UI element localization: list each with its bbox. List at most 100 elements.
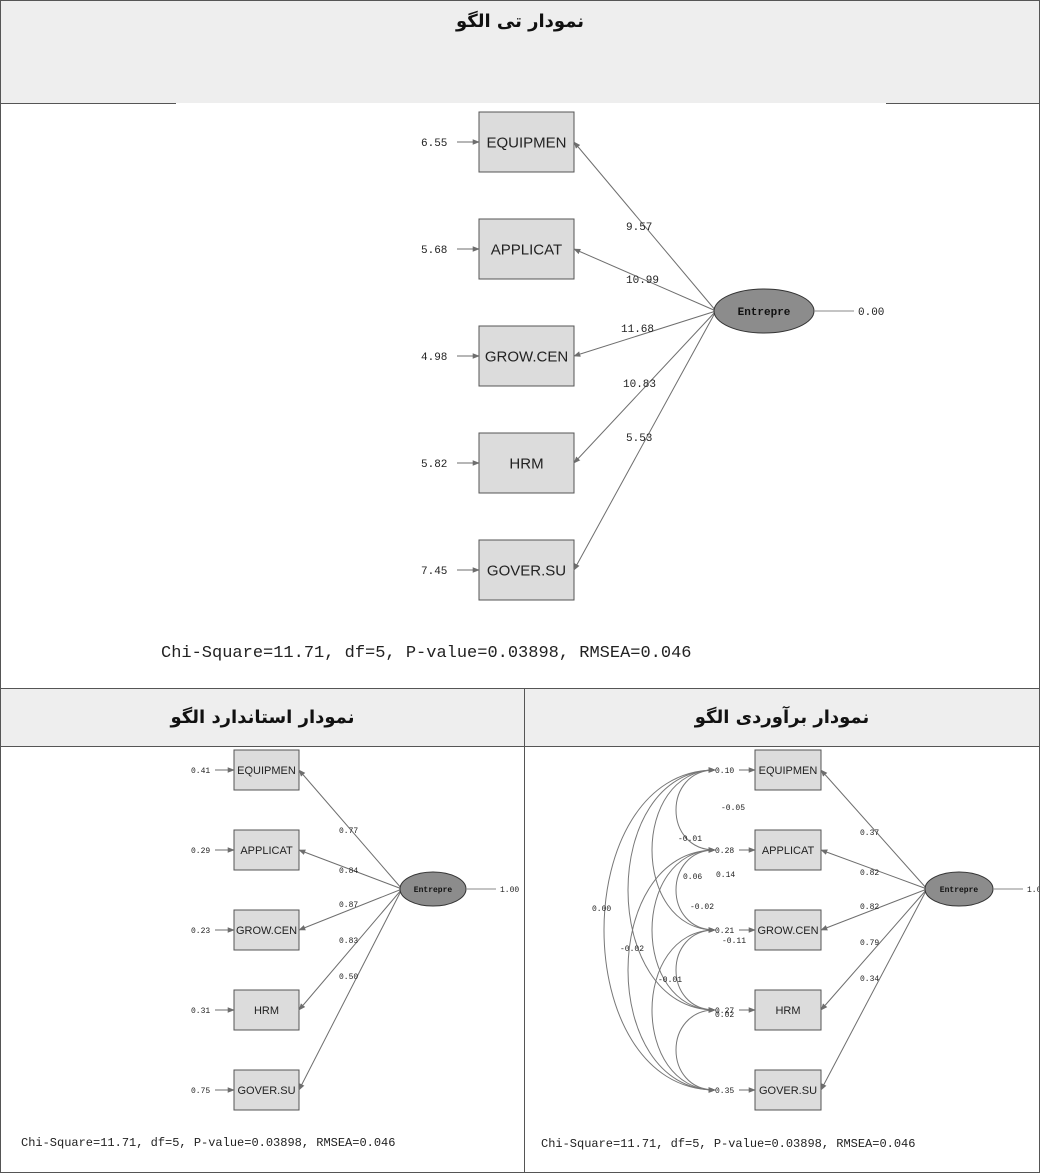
right-error-value: 0.28 [715,847,734,856]
left-loading-arrow-0 [298,769,403,890]
header-divider-right [886,103,1039,104]
right-loading-value: 0.82 [860,869,879,878]
top-loading-arrow-4 [573,310,717,571]
left-indicator-label: APPLICAT [240,845,293,857]
right-indicator-box-4 [754,1069,822,1111]
left-loading-value: 0.77 [339,827,358,836]
left-error-value: 0.41 [191,767,210,776]
left-indicator-label: GROW.CEN [236,925,297,937]
left-loading-value: 0.83 [339,937,358,946]
right-indicator-box-1 [754,829,822,871]
right-covariance-value: 0.14 [716,871,735,880]
left-error-value: 0.23 [191,927,210,936]
left-indicator-box-4 [233,1069,300,1111]
right-loading-arrow-3 [820,888,928,1011]
right-covariance-arc-9 [675,1007,716,1093]
top-indicator-label: GROW.CEN [485,348,568,365]
left-indicator-box-1 [233,829,300,871]
left-loading-arrow-1 [298,849,403,890]
t-value-panel-header: نمودار تی الگو [1,1,1039,103]
right-indicator-label: APPLICAT [762,845,815,857]
left-error-value: 0.31 [191,1007,210,1016]
right-latent-variance: 1.00 [1027,886,1040,895]
right-covariance-value: -0.11 [722,937,746,946]
right-covariance-value: -0.05 [721,804,745,813]
left-indicator-label: HRM [254,1005,279,1017]
top-indicator-box-1 [478,218,575,280]
right-covariance-value: 0.06 [683,873,702,882]
top-indicator-label: APPLICAT [491,241,562,258]
top-loading-arrow-2 [573,310,717,357]
t-value-diagram: 6.55 EQUIPMEN 9.57 5.68 APPLICAT 10.99 4.98 GRO… [421,111,884,601]
right-indicator-label: HRM [775,1005,800,1017]
top-error-value: 5.68 [421,245,447,257]
top-error-value: 5.82 [421,459,447,471]
estimates-panel-header: نمودار برآوردی الگو [525,689,1039,747]
right-covariance-arc-1 [651,767,716,933]
right-covariance-value: -0.02 [690,903,714,912]
top-loading-value: 10.83 [623,379,656,391]
left-loading-arrow-3 [298,888,403,1011]
right-error-value: 0.27 [715,1007,734,1016]
right-indicator-label: GOVER.SU [759,1085,817,1097]
right-indicator-box-0 [754,749,822,791]
top-indicator-box-0 [478,111,575,173]
right-loading-arrow-1 [820,849,928,890]
top-loading-arrow-1 [573,248,717,312]
t-value-fit-statistics: Chi-Square=11.71, df=5, P-value=0.03898,… [161,644,692,663]
right-covariance-arc-3 [627,767,716,1013]
right-loading-arrow-2 [820,888,928,931]
t-value-panel: نمودار تی الگو 6.55 EQUIPMEN 9.57 5.68 APPLI… [0,0,1040,689]
top-latent-variance: 0.00 [858,307,884,319]
right-indicator-label: EQUIPMEN [759,765,818,777]
top-error-value: 6.55 [421,138,447,150]
standardized-panel-header: نمودار استاندارد الگو [1,689,524,747]
right-error-value: 0.10 [715,767,734,776]
right-covariance-arc-8 [651,927,716,1093]
right-covariance-arc-2 [675,847,716,933]
header-divider-left [1,103,176,104]
right-error-value: 0.35 [715,1087,734,1096]
left-error-value: 0.75 [191,1087,210,1096]
top-loading-value: 10.99 [626,275,659,287]
left-loading-arrow-4 [298,888,403,1091]
top-indicator-box-2 [478,325,575,387]
right-covariance-arc-7 [627,847,716,1093]
top-error-value: 7.45 [421,566,447,578]
top-indicator-label: HRM [509,455,543,472]
estimates-fit-statistics: Chi-Square=11.71, df=5, P-value=0.03898,… [541,1137,916,1151]
top-indicator-box-4 [478,539,575,601]
top-loading-arrow-0 [573,141,717,312]
top-loading-value: 9.57 [626,222,652,234]
right-covariance-arc-0 [675,767,716,853]
right-covariance-value: -0.01 [678,835,702,844]
left-latent-label: Entrepre [414,886,453,895]
left-loading-value: 0.50 [339,973,358,982]
left-loading-value: 0.87 [339,901,358,910]
left-latent-variance: 1.00 [500,886,519,895]
right-latent-label: Entrepre [940,886,979,895]
top-error-value: 4.98 [421,352,447,364]
left-loading-value: 0.84 [339,867,358,876]
right-loading-value: 0.79 [860,939,879,948]
top-loading-arrow-3 [573,310,717,464]
t-value-title: نمودار تی الگو [455,11,585,32]
right-loading-value: 0.82 [860,903,879,912]
right-loading-arrow-0 [820,769,928,890]
standardized-title: نمودار استاندارد الگو [170,707,355,728]
right-covariance-value: 0.02 [715,1011,734,1020]
top-latent-label: Entrepre [738,307,791,319]
right-covariance-arc-5 [675,927,716,1013]
right-covariance-arc-4 [651,847,716,1013]
right-loading-value: 0.34 [860,975,879,984]
left-loading-arrow-2 [298,888,403,931]
top-indicator-label: EQUIPMEN [486,134,566,151]
standardized-fit-statistics: Chi-Square=11.71, df=5, P-value=0.03898,… [21,1136,396,1150]
top-loading-value: 5.53 [626,433,652,445]
right-loading-value: 0.37 [860,829,879,838]
estimates-panel: نمودار برآوردی الگو 0.10 EQUIPMEN 0.37 0.28… [524,688,1040,1173]
right-indicator-label: GROW.CEN [757,925,818,937]
right-loading-arrow-4 [820,888,928,1091]
